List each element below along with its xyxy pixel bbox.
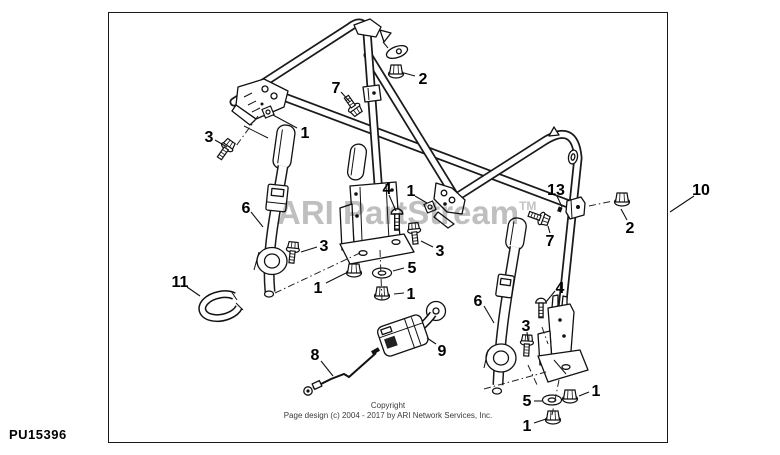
part-number: PU15396 xyxy=(9,427,67,442)
callout-7b[interactable]: 7 xyxy=(546,233,555,250)
callout-1e[interactable]: 1 xyxy=(592,383,601,400)
callout-leaders xyxy=(186,72,695,424)
washer-5-left xyxy=(371,267,393,279)
left-mount-bracket xyxy=(339,181,415,265)
wire-harness xyxy=(303,347,380,396)
right-bend-ear xyxy=(548,126,579,165)
seat-belt-buckle xyxy=(377,314,429,357)
copyright-line1: Copyright xyxy=(370,401,406,410)
bolt-3-right xyxy=(519,334,535,357)
apex-bracket xyxy=(353,18,409,60)
left-seat-belt xyxy=(253,124,296,298)
right-seat-belt xyxy=(483,217,527,395)
callout-11[interactable]: 11 xyxy=(172,274,189,291)
left-belt-latch xyxy=(265,183,289,213)
callout-1b[interactable]: 1 xyxy=(314,280,323,297)
callout-3c[interactable]: 3 xyxy=(436,243,445,260)
callout-6[interactable]: 6 xyxy=(242,200,251,217)
bolt-7-right xyxy=(526,207,552,228)
belt-guide-loop xyxy=(346,143,368,181)
callout-4[interactable]: 4 xyxy=(383,181,392,198)
right-belt-retractor xyxy=(483,343,517,373)
callout-8[interactable]: 8 xyxy=(311,347,320,364)
left-corner-bracket xyxy=(231,78,289,139)
clamp xyxy=(198,290,244,323)
copyright-notice: Copyright Page design (c) 2004 - 2017 by… xyxy=(188,401,588,420)
callout-3[interactable]: 3 xyxy=(205,129,214,146)
copyright-line2: Page design (c) 2004 - 2017 by ARI Netwo… xyxy=(283,410,493,420)
callout-1d[interactable]: 1 xyxy=(407,286,416,303)
callout-labels: 3 1 7 2 6 3 11 1 4 1 3 5 1 8 9 13 7 2 6 … xyxy=(172,71,710,435)
callout-10[interactable]: 10 xyxy=(692,182,710,199)
right-leg-clip xyxy=(557,196,586,220)
callout-2[interactable]: 2 xyxy=(419,71,428,88)
callout-2b[interactable]: 2 xyxy=(626,220,635,237)
right-belt-latch xyxy=(495,273,515,299)
callout-3d[interactable]: 3 xyxy=(522,318,531,335)
nut-2-right xyxy=(613,192,631,207)
nut-2-top xyxy=(387,64,405,79)
callout-6b[interactable]: 6 xyxy=(474,293,483,310)
callout-9[interactable]: 9 xyxy=(438,343,447,360)
fold-joint-bracket xyxy=(433,182,466,229)
bolt-3-center xyxy=(406,221,423,246)
callout-1[interactable]: 1 xyxy=(301,125,310,142)
callout-1c[interactable]: 1 xyxy=(407,183,416,200)
right-mount-bracket xyxy=(537,294,589,383)
left-belt-retractor xyxy=(253,246,288,276)
nut-1-left xyxy=(345,263,363,278)
callout-1f[interactable]: 1 xyxy=(523,418,532,435)
callout-5b[interactable]: 5 xyxy=(523,393,532,410)
callout-5[interactable]: 5 xyxy=(408,260,417,277)
left-leg-clip xyxy=(362,84,382,103)
callout-4b[interactable]: 4 xyxy=(556,280,565,297)
assembly-lines xyxy=(235,115,614,416)
bolt-4-right xyxy=(535,297,547,319)
callout-3b[interactable]: 3 xyxy=(320,238,329,255)
callout-7[interactable]: 7 xyxy=(332,80,341,97)
callout-13[interactable]: 13 xyxy=(547,182,565,199)
